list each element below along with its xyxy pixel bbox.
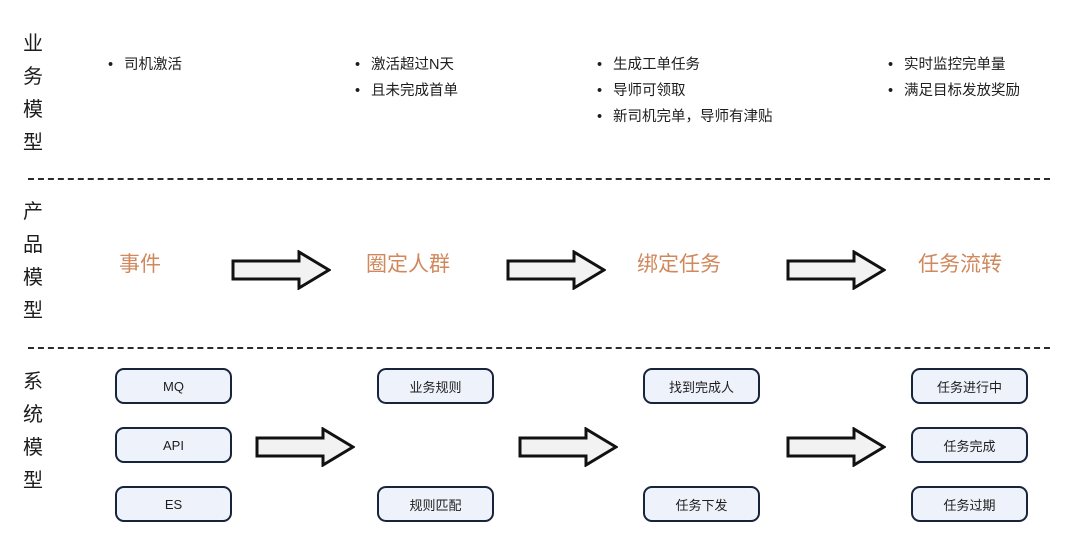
business-column-1: • 司机激活 — [108, 52, 182, 78]
business-column-3: • 生成工单任务 • 导师可领取 • 新司机完单，导师有津贴 — [597, 52, 773, 130]
row-label-business: 业 务 模 型 — [18, 28, 48, 160]
list-item-label: 导师可领取 — [613, 83, 686, 99]
system-box-task-expired[interactable]: 任务过期 — [911, 486, 1028, 522]
arrow-right-icon-system-3 — [786, 427, 886, 467]
divider-business-product — [28, 178, 1050, 180]
row-label-business-char-3: 模 — [23, 99, 43, 121]
list-item-label: 新司机完单，导师有津贴 — [613, 109, 773, 125]
system-box-task-dispatch[interactable]: 任务下发 — [643, 486, 760, 522]
product-stage-task-flow: 任务流转 — [918, 253, 1002, 276]
row-label-system-char-4: 型 — [23, 470, 43, 492]
row-label-system-char-1: 系 — [23, 371, 43, 393]
list-item-label: 激活超过N天 — [371, 57, 454, 73]
row-label-business-char-4: 型 — [23, 132, 43, 154]
bullet-icon: • — [597, 83, 603, 99]
bullet-icon: • — [888, 57, 894, 73]
row-label-system-char-3: 模 — [23, 437, 43, 459]
row-label-product-char-4: 型 — [23, 300, 43, 322]
row-label-product: 产 品 模 型 — [18, 196, 48, 328]
list-item: • 司机激活 — [108, 52, 182, 78]
bullet-icon: • — [355, 57, 361, 73]
product-stage-event: 事件 — [119, 253, 161, 276]
row-label-system: 系 统 模 型 — [18, 366, 48, 498]
list-item-label: 生成工单任务 — [613, 57, 700, 73]
bullet-icon: • — [597, 57, 603, 73]
arrow-right-icon-system-2 — [518, 427, 618, 467]
row-label-business-char-1: 业 — [23, 33, 43, 55]
product-stage-audience: 圈定人群 — [366, 253, 450, 276]
divider-product-system — [28, 347, 1050, 349]
row-label-business-char-2: 务 — [23, 66, 43, 88]
system-box-mq[interactable]: MQ — [115, 368, 232, 404]
arrow-right-icon-system-1 — [255, 427, 355, 467]
row-label-product-char-1: 产 — [23, 201, 43, 223]
system-box-find-assignee[interactable]: 找到完成人 — [643, 368, 760, 404]
list-item: • 实时监控完单量 — [888, 52, 1020, 78]
arrow-right-icon-product-2 — [506, 250, 606, 290]
system-box-business-rule[interactable]: 业务规则 — [377, 368, 494, 404]
list-item: • 导师可领取 — [597, 78, 773, 104]
system-box-task-done[interactable]: 任务完成 — [911, 427, 1028, 463]
system-box-api[interactable]: API — [115, 427, 232, 463]
bullet-icon: • — [888, 83, 894, 99]
list-item-label: 实时监控完单量 — [904, 57, 1006, 73]
arrow-right-icon-product-1 — [231, 250, 331, 290]
list-item: • 激活超过N天 — [355, 52, 458, 78]
arrow-right-icon-product-3 — [786, 250, 886, 290]
product-stage-bind-task: 绑定任务 — [637, 253, 721, 276]
business-column-2: • 激活超过N天 • 且未完成首单 — [355, 52, 458, 104]
bullet-icon: • — [597, 109, 603, 125]
row-label-product-char-2: 品 — [23, 234, 43, 256]
list-item-label: 且未完成首单 — [371, 83, 458, 99]
row-label-system-char-2: 统 — [23, 404, 43, 426]
business-column-4: • 实时监控完单量 • 满足目标发放奖励 — [888, 52, 1020, 104]
list-item-label: 满足目标发放奖励 — [904, 83, 1020, 99]
bullet-icon: • — [108, 57, 114, 73]
system-box-task-in-progress[interactable]: 任务进行中 — [911, 368, 1028, 404]
bullet-icon: • — [355, 83, 361, 99]
list-item: • 新司机完单，导师有津贴 — [597, 104, 773, 130]
list-item: • 满足目标发放奖励 — [888, 78, 1020, 104]
system-box-es[interactable]: ES — [115, 486, 232, 522]
row-label-product-char-3: 模 — [23, 267, 43, 289]
list-item-label: 司机激活 — [124, 57, 182, 73]
list-item: • 生成工单任务 — [597, 52, 773, 78]
system-box-rule-match[interactable]: 规则匹配 — [377, 486, 494, 522]
list-item: • 且未完成首单 — [355, 78, 458, 104]
